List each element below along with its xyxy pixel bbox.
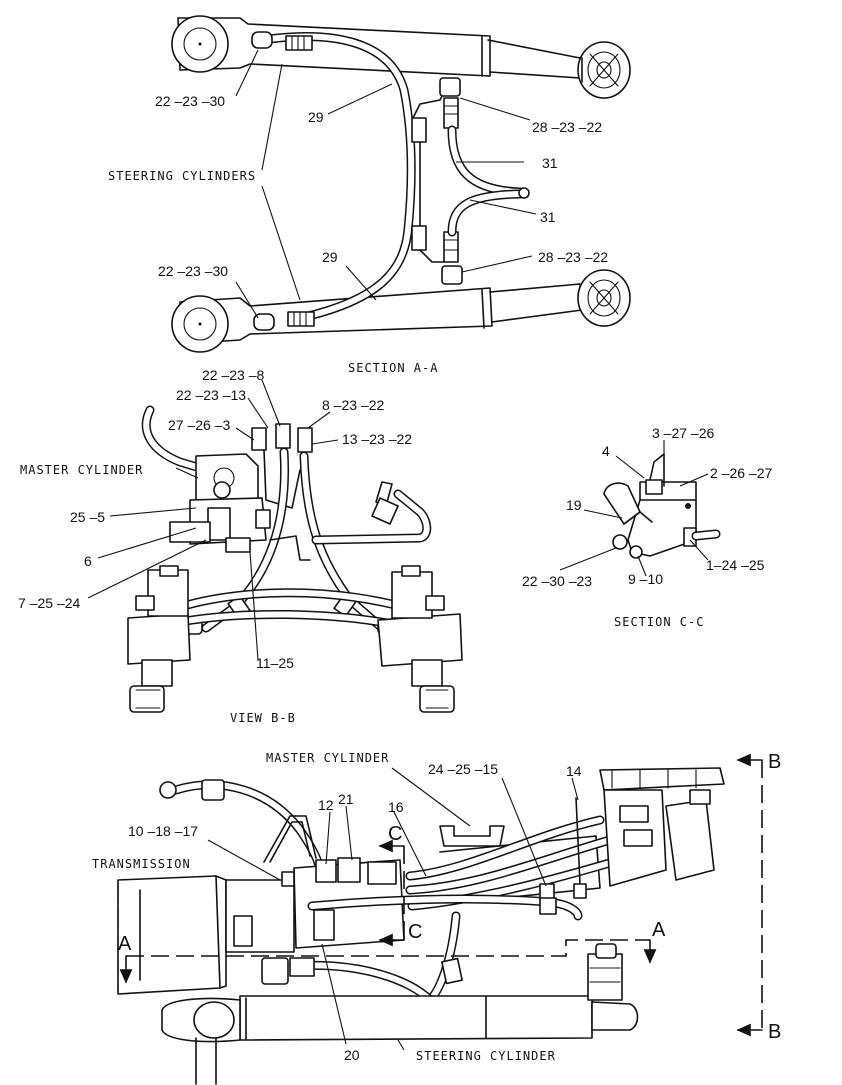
- callout-10-18-17: 10 –18 –17: [128, 823, 198, 839]
- label-master-cylinder-bb: MASTER CYLINDER: [20, 463, 143, 477]
- caption-view-bb: VIEW B-B: [230, 711, 296, 725]
- callout-14: 14: [566, 763, 582, 779]
- hose-29: [257, 32, 416, 323]
- callout-6: 6: [84, 553, 92, 569]
- callout-1-24-25: 1–24 –25: [706, 557, 765, 573]
- callout-7-25-24: 7 –25 –24: [18, 595, 80, 611]
- view-bb-drawing: [127, 405, 463, 713]
- caption-section-aa: SECTION A-A: [348, 361, 438, 375]
- hose-31: [447, 125, 530, 237]
- callout-31-a: 31: [542, 155, 558, 171]
- callout-19: 19: [566, 497, 582, 513]
- label-steering-cylinder: STEERING CYLINDER: [416, 1049, 556, 1063]
- callout-28-23-22-top: 28 –23 –22: [532, 119, 602, 135]
- callout-27-26-3: 27 –26 –3: [168, 417, 230, 433]
- callout-2-26-27: 2 –26 –27: [710, 465, 772, 481]
- callout-12: 12: [318, 797, 334, 813]
- label-transmission: TRANSMISSION: [92, 857, 191, 871]
- section-mark-a-left: A: [118, 933, 132, 955]
- side-view-drawing: [117, 767, 725, 1085]
- label-steering-cylinders: STEERING CYLINDERS: [108, 169, 256, 183]
- callout-9-10: 9 –10: [628, 571, 663, 587]
- callout-25-5: 25 –5: [70, 509, 105, 525]
- callout-22-23-8: 22 –23 –8: [202, 367, 264, 383]
- callout-24-25-15: 24 –25 –15: [428, 761, 498, 777]
- section-mark-c-top: C: [388, 823, 402, 845]
- section-mark-b-bottom: B: [768, 1021, 781, 1043]
- callout-22-23-13: 22 –23 –13: [176, 387, 246, 403]
- callout-4: 4: [602, 443, 610, 459]
- callout-20: 20: [344, 1047, 360, 1063]
- tee-fittings: [411, 77, 463, 285]
- callout-28-23-22-bottom: 28 –23 –22: [538, 249, 608, 265]
- section-mark-a-right: A: [652, 919, 666, 941]
- caption-section-cc: SECTION C-C: [614, 615, 704, 629]
- callout-29-top: 29: [308, 109, 324, 125]
- callout-11-25: 11–25: [256, 655, 294, 671]
- section-aa-drawing: [171, 15, 631, 353]
- callout-13-23-22: 13 –23 –22: [342, 431, 412, 447]
- label-master-cylinder-side: MASTER CYLINDER: [266, 751, 389, 765]
- callout-3-27-26: 3 –27 –26: [652, 425, 714, 441]
- callout-16: 16: [388, 799, 404, 815]
- section-mark-b-top: B: [768, 751, 781, 773]
- steering-cylinder-bottom: [171, 269, 631, 353]
- callout-21: 21: [338, 791, 354, 807]
- callout-22-23-30-bottom: 22 –23 –30: [158, 263, 228, 279]
- callout-8-23-22: 8 –23 –22: [322, 397, 384, 413]
- section-cc-drawing: [603, 453, 721, 559]
- section-mark-c-bottom: C: [408, 921, 422, 943]
- callout-22-23-30-top: 22 –23 –30: [155, 93, 225, 109]
- callout-22-30-23: 22 –30 –23: [522, 573, 592, 589]
- callout-31-b: 31: [540, 209, 556, 225]
- callout-29-bottom: 29: [322, 249, 338, 265]
